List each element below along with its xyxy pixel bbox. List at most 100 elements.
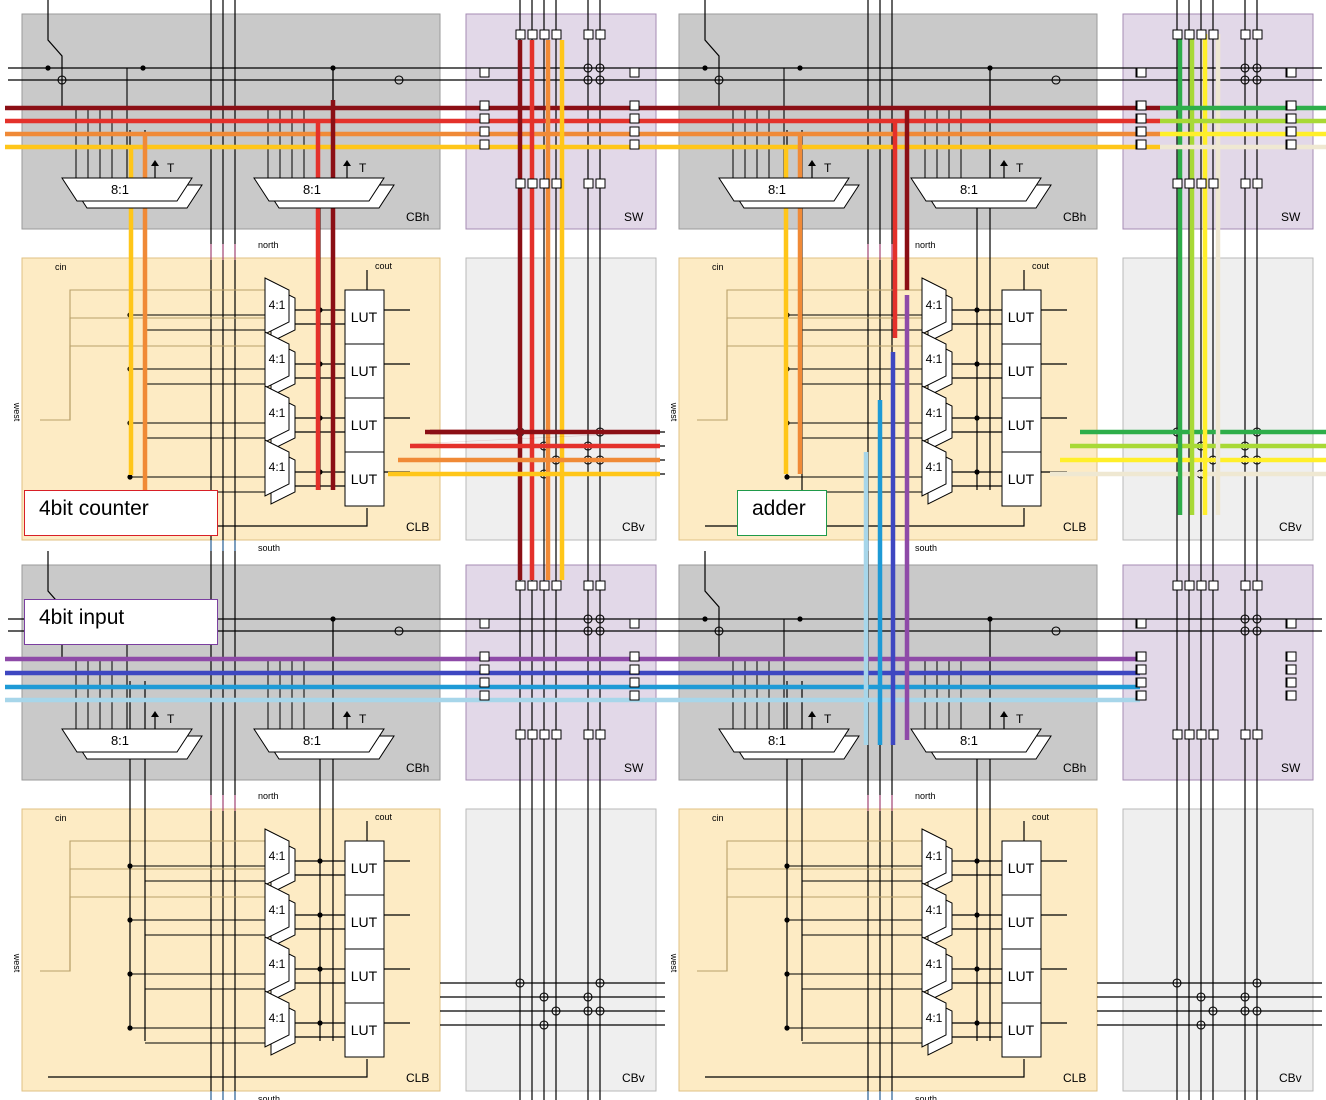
sw-pin [1240, 178, 1251, 189]
mux4 [921, 331, 947, 389]
lut-label: LUT [351, 860, 378, 876]
sw-pin [583, 580, 594, 591]
select-arrow [343, 711, 351, 717]
switch-point [1051, 75, 1061, 85]
select-glyph: T [359, 712, 367, 726]
mux8-left-mux [718, 728, 850, 753]
south-label: south [258, 543, 280, 553]
clb-label: CLB [406, 1071, 429, 1085]
lut-label: LUT [1008, 968, 1035, 984]
west-label: west [669, 953, 679, 973]
sw-pin [479, 651, 490, 662]
junction-dot [784, 1025, 790, 1031]
track-jog [47, 0, 63, 110]
sw-pin [1208, 178, 1219, 189]
sw-pin [629, 126, 640, 137]
clb-input-route [697, 345, 922, 421]
sw-pin [1136, 100, 1147, 111]
switch-point [539, 1020, 549, 1030]
select-glyph: T [167, 712, 175, 726]
mux8-left-mux [718, 177, 850, 202]
sw-pin [1196, 580, 1207, 591]
cbv-label: CBv [622, 1071, 645, 1085]
sw-pin [479, 690, 490, 701]
switch-point [57, 75, 67, 85]
sw-pin [1172, 580, 1183, 591]
mux4-label: 4:1 [926, 1011, 943, 1025]
switch-point [1208, 1006, 1218, 1016]
mux4 [921, 277, 947, 335]
lut-box [1001, 343, 1042, 399]
mux4-label: 4:1 [926, 903, 943, 917]
mux4 [264, 439, 290, 497]
sw-pin [1286, 139, 1297, 150]
mux8-label: 8:1 [303, 733, 321, 748]
sw-pin [551, 580, 562, 591]
sw-pin [479, 113, 490, 124]
switch-point [1240, 63, 1250, 73]
sw-pin [539, 729, 550, 740]
select-arrow [808, 711, 816, 717]
mux8-label: 8:1 [768, 182, 786, 197]
mux4-label: 4:1 [926, 849, 943, 863]
sw-pin [1286, 100, 1297, 111]
mux4-label: 4:1 [269, 406, 286, 420]
sw-pin [629, 67, 640, 78]
switch-point [714, 626, 724, 636]
sw-pin [551, 729, 562, 740]
south-label: south [915, 543, 937, 553]
track-jog [704, 0, 720, 110]
switch-point [595, 626, 605, 636]
sw-pin [1184, 729, 1195, 740]
lut-label: LUT [351, 1022, 378, 1038]
switch-point [583, 1006, 593, 1016]
cbh-label: CBh [1063, 761, 1086, 775]
sw-pin [479, 618, 490, 629]
sw-pin [1184, 580, 1195, 591]
lut-box [344, 397, 385, 453]
sw-pin [1136, 113, 1147, 124]
lut-label: LUT [351, 417, 378, 433]
junction-dot [702, 65, 708, 71]
switch-point [394, 626, 404, 636]
switch-point [595, 1006, 605, 1016]
sw-pin [1136, 677, 1147, 688]
sw-pin [1136, 664, 1147, 675]
clb-input-route [40, 345, 265, 421]
sw-pin [551, 178, 562, 189]
sw-pin [1286, 677, 1297, 688]
lut-label: LUT [1008, 914, 1035, 930]
sw-pin [479, 100, 490, 111]
switch-point [1240, 614, 1250, 624]
sw-pin [595, 729, 606, 740]
sw-pin [583, 729, 594, 740]
clb-label: CLB [406, 520, 429, 534]
mux8-label: 8:1 [303, 182, 321, 197]
switch-point [1172, 978, 1182, 988]
switch-point [539, 992, 549, 1002]
junction-dot [127, 474, 133, 480]
switch-point [515, 978, 525, 988]
mux8-label: 8:1 [960, 733, 978, 748]
sw-pin [515, 29, 526, 40]
lut-label: LUT [1008, 363, 1035, 379]
sw-pin [1136, 618, 1147, 629]
mux8-right-mux [910, 728, 1042, 753]
lut-box [344, 343, 385, 399]
sw-pin [595, 580, 606, 591]
mux8-label: 8:1 [111, 182, 129, 197]
sw-pin [527, 580, 538, 591]
mux4-label: 4:1 [269, 460, 286, 474]
cbv-block-bottom-left [465, 808, 657, 1092]
sw-pin [1252, 729, 1263, 740]
sw-pin [1208, 29, 1219, 40]
north-label: north [915, 240, 936, 250]
sw-pin [527, 29, 538, 40]
switch-point [583, 75, 593, 85]
cbv-label: CBv [622, 520, 645, 534]
sw-pin [515, 178, 526, 189]
sw-pin [1208, 729, 1219, 740]
switch-point [583, 63, 593, 73]
mux4-label: 4:1 [926, 460, 943, 474]
